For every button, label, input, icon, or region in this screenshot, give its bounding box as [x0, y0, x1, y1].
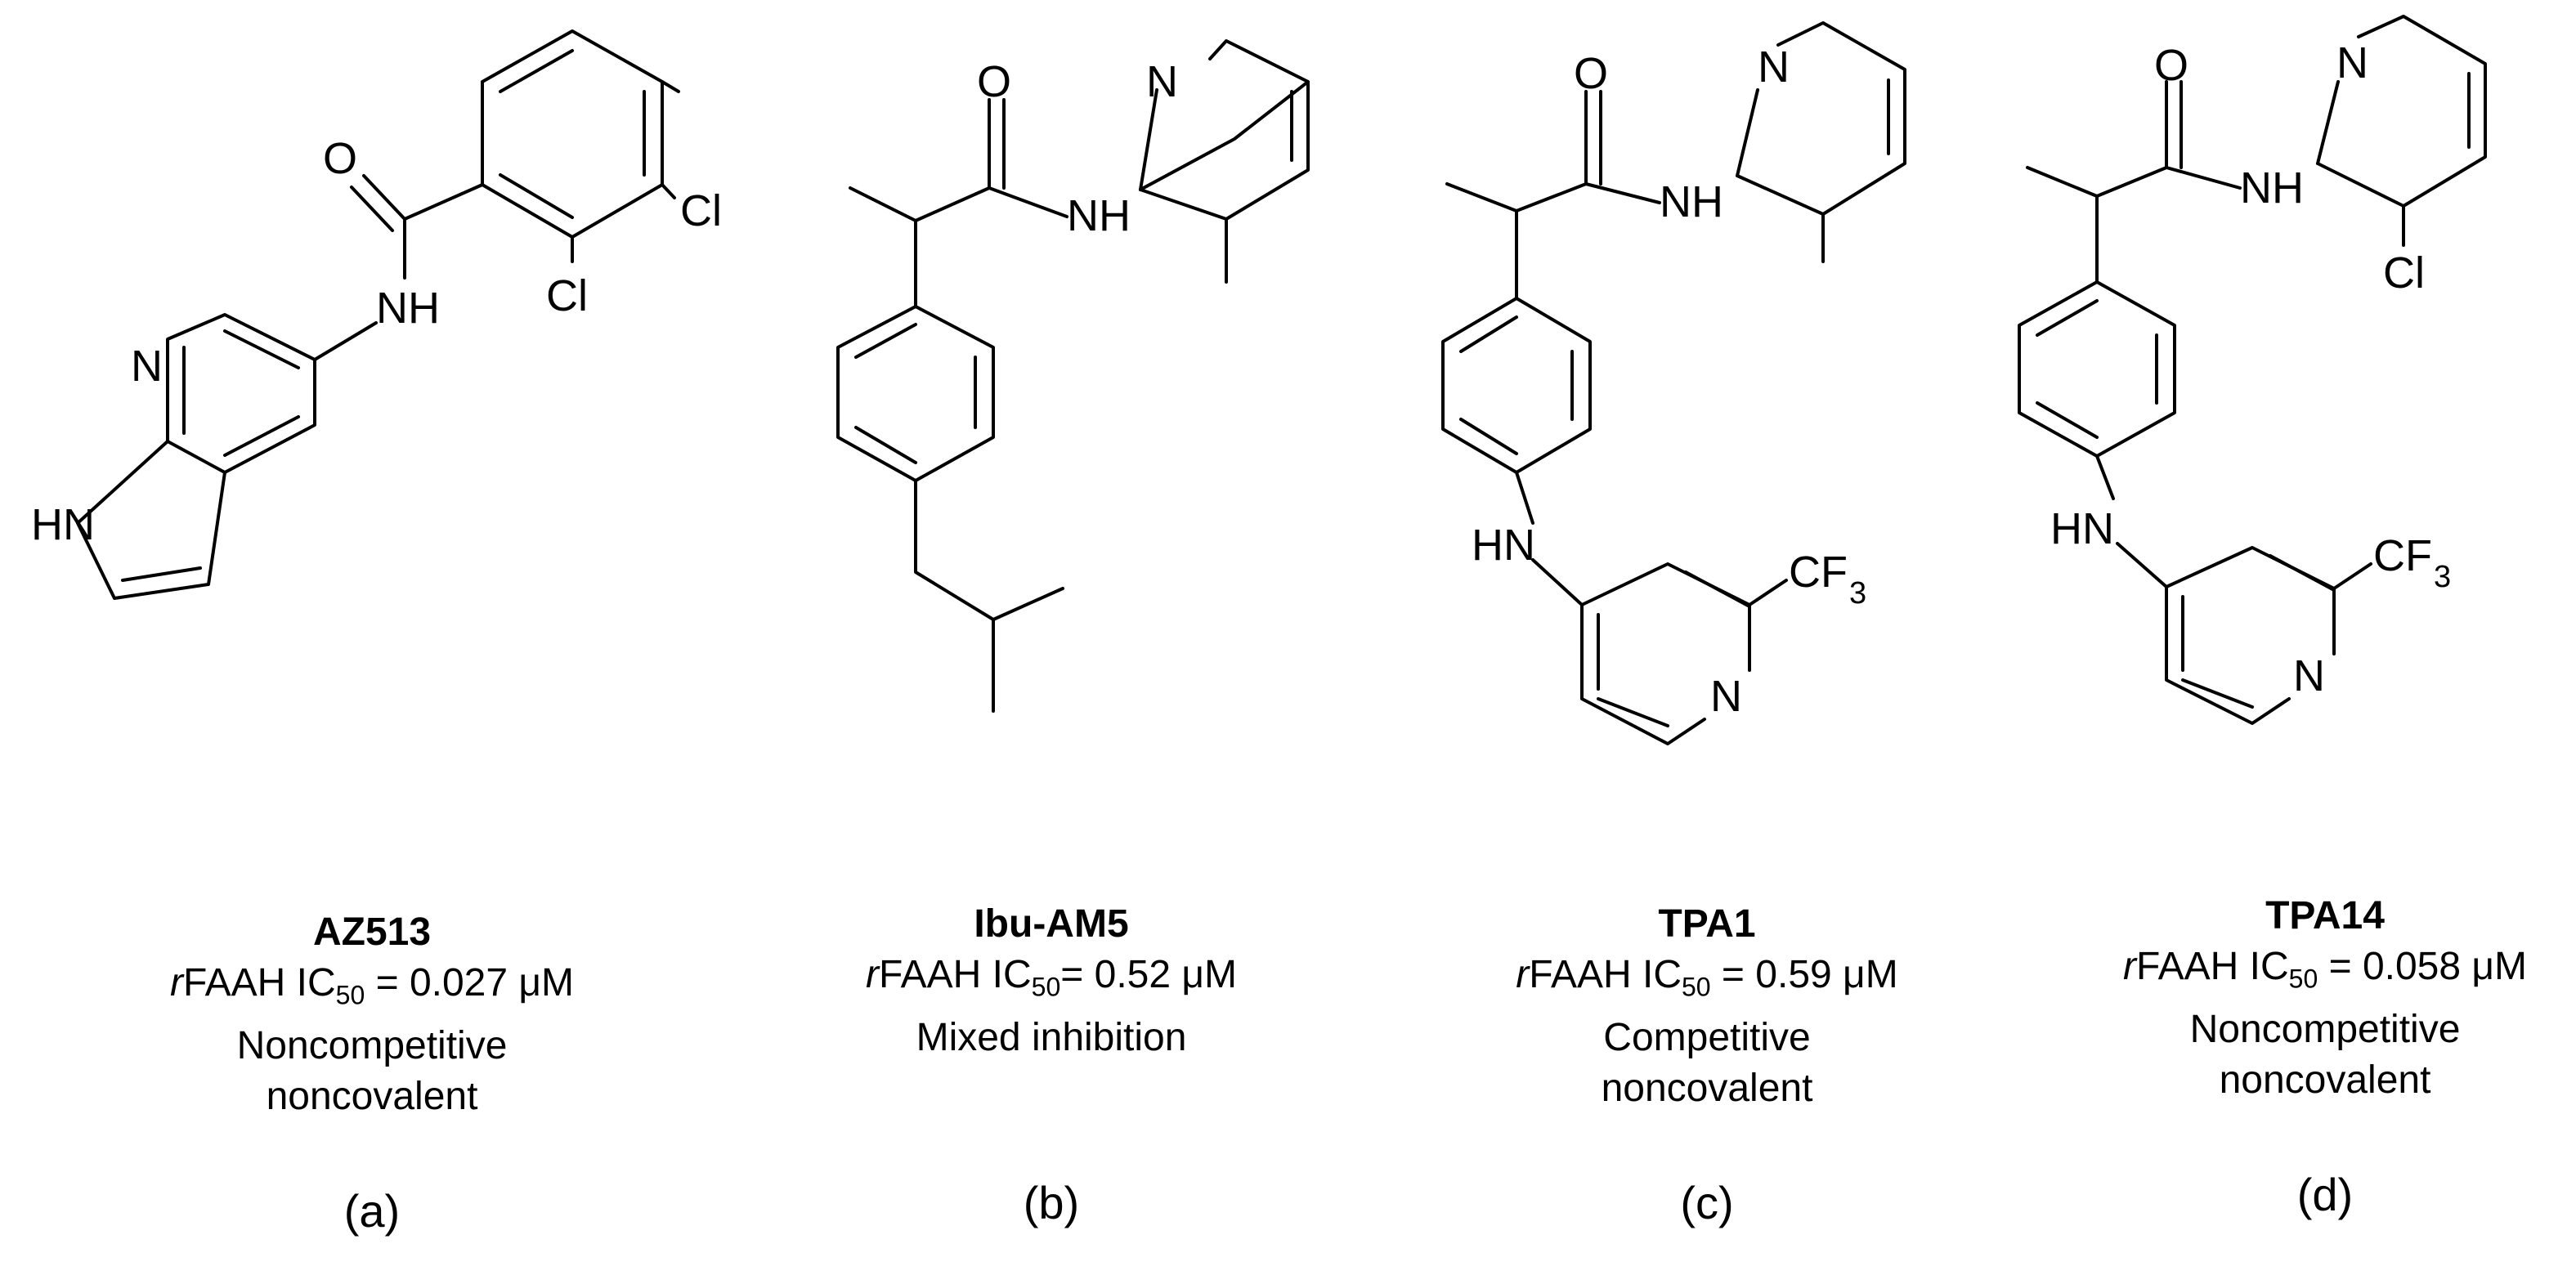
- ic50-line: rFAAH IC50 = 0.058 μM: [2122, 945, 2528, 994]
- atom-hn-a: HN: [31, 500, 95, 549]
- ic50-line: rFAAH IC50 = 0.027 μM: [169, 961, 575, 1010]
- atom-hn-d: HN: [2050, 504, 2114, 553]
- caption-tpa14: TPA14 rFAAH IC50 = 0.058 μM Noncompetiti…: [2039, 891, 2576, 1221]
- atom-n-d: N: [2336, 38, 2368, 87]
- mechanism-line-2: [765, 1063, 1337, 1114]
- mechanism-line-2: noncovalent: [2219, 1058, 2431, 1102]
- tpa14-structure: [2018, 15, 2487, 725]
- atom-n-b: N: [1146, 57, 1178, 106]
- mechanism-line-2: noncovalent: [1601, 1066, 1813, 1110]
- compound-name: AZ513: [312, 910, 432, 954]
- panel-label: (c): [1680, 1176, 1734, 1228]
- atom-cl-a1: Cl: [680, 186, 722, 235]
- ibu-am5-structure: [836, 39, 1310, 713]
- compound-name: TPA14: [2265, 894, 2385, 937]
- mechanism-line-1: Noncompetitive: [236, 1023, 508, 1067]
- mechanism-line-1: Mixed inhibition: [916, 1015, 1187, 1059]
- atom-cf3-sub-c: 3: [1849, 576, 1866, 611]
- atom-n-a: N: [131, 342, 163, 391]
- atom-cf3-d: CF: [2373, 531, 2432, 580]
- caption-tpa1: TPA1 rFAAH IC50 = 0.59 μM Competitive no…: [1421, 899, 1993, 1229]
- atom-nh-c: NH: [1660, 177, 1723, 226]
- atom-o-b: O: [977, 57, 1011, 106]
- ic50-line: rFAAH IC50= 0.52 μM: [865, 953, 1238, 1002]
- atom-nh-a: NH: [376, 284, 440, 333]
- ic50-line: rFAAH IC50 = 0.59 μM: [1516, 953, 1898, 1002]
- az513-structure: [76, 29, 680, 600]
- compound-name: Ibu-AM5: [974, 902, 1129, 946]
- atom-cf3-c: CF: [1789, 548, 1848, 597]
- compound-name: TPA1: [1658, 902, 1756, 946]
- atom-n-d2: N: [2293, 651, 2325, 700]
- atom-nh-d: NH: [2240, 163, 2304, 213]
- atom-o-c: O: [1574, 49, 1608, 98]
- atom-cf3-sub-d: 3: [2434, 560, 2451, 594]
- caption-ibu-am5: Ibu-AM5 rFAAH IC50= 0.52 μM Mixed inhibi…: [765, 899, 1337, 1229]
- atom-hn-c: HN: [1472, 521, 1535, 570]
- atom-n-c2: N: [1710, 672, 1742, 721]
- atom-cl-d: Cl: [2383, 248, 2425, 298]
- caption-az513: AZ513 rFAAH IC50 = 0.027 μM Noncompetiti…: [86, 907, 658, 1237]
- atom-cl-a2: Cl: [546, 271, 588, 320]
- atom-nh-b: NH: [1067, 191, 1131, 240]
- panel-label: (d): [2296, 1168, 2354, 1220]
- atom-o-d: O: [2154, 41, 2188, 90]
- mechanism-line-1: Noncompetitive: [2189, 1007, 2461, 1051]
- panel-label: (b): [1023, 1176, 1080, 1228]
- atom-n-c: N: [1758, 43, 1790, 92]
- panel-label: (a): [343, 1184, 401, 1237]
- tpa1-structure: [1441, 21, 1906, 745]
- mechanism-line-1: Competitive: [1603, 1015, 1811, 1059]
- atom-o-a: O: [323, 134, 357, 183]
- mechanism-line-2: noncovalent: [266, 1074, 478, 1118]
